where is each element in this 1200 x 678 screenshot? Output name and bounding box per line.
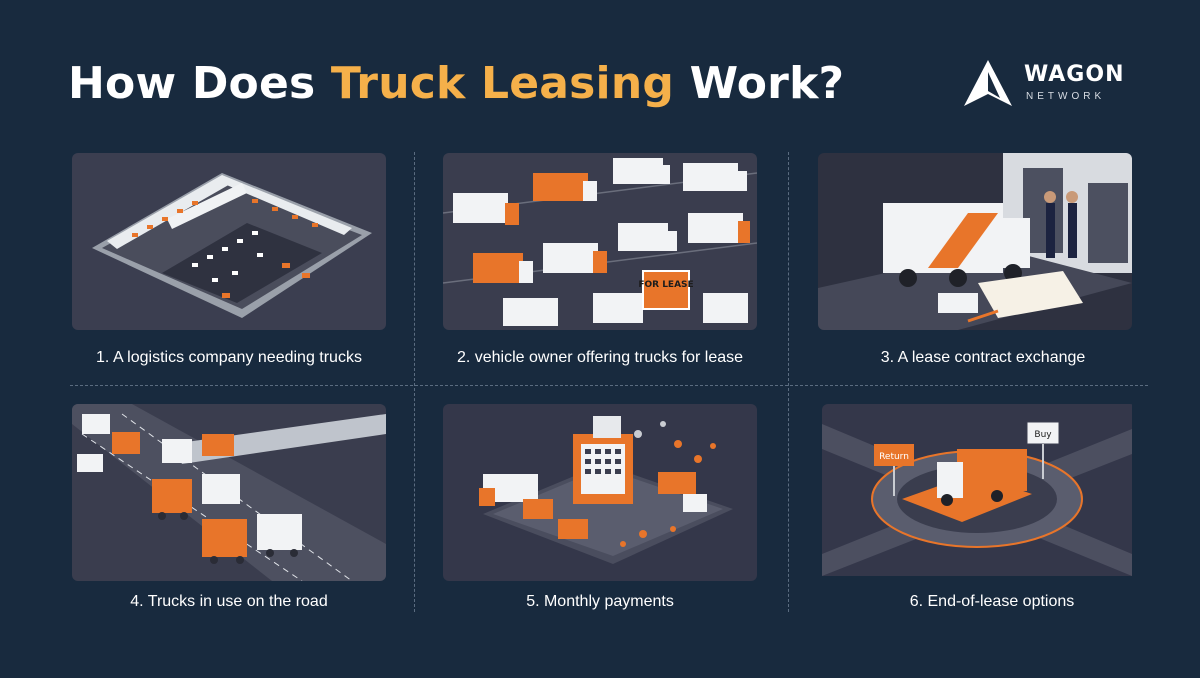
step-4-image [72,404,386,581]
buy-sign: Buy [1034,430,1052,440]
step-5-image [443,404,757,581]
divider-vertical-1 [414,152,415,612]
step-2-caption: 2. vehicle owner offering trucks for lea… [456,349,744,366]
title-post: Work? [674,58,845,109]
logo-word: WAGON [1024,62,1125,87]
divider-vertical-2 [788,152,789,612]
wagon-network-logo: WAGON NETWORK [962,58,1132,108]
step-3-caption: 3. A lease contract exchange [880,349,1086,366]
return-sign: Return [879,452,909,462]
for-lease-sign: FOR LEASE [638,280,693,290]
logo-subword: NETWORK [1026,91,1106,102]
title-accent: Truck Leasing [330,58,675,109]
step-4-caption: 4. Trucks in use on the road [130,593,328,610]
title-pre: How Does [68,58,331,109]
step-5-caption: 5. Monthly payments [526,593,674,610]
divider-horizontal [70,385,1148,386]
step-6-image: Return Buy [822,404,1136,581]
logo-mark-icon [964,60,1012,106]
step-6-caption: 6. End-of-lease options [909,593,1075,610]
step-3-image [818,153,1132,330]
step-1-caption: 1. A logistics company needing trucks [96,349,362,366]
step-2-image: FOR LEASE [443,153,757,330]
step-1-image [72,153,386,330]
page-title: How Does Truck Leasing Work? [68,58,844,109]
